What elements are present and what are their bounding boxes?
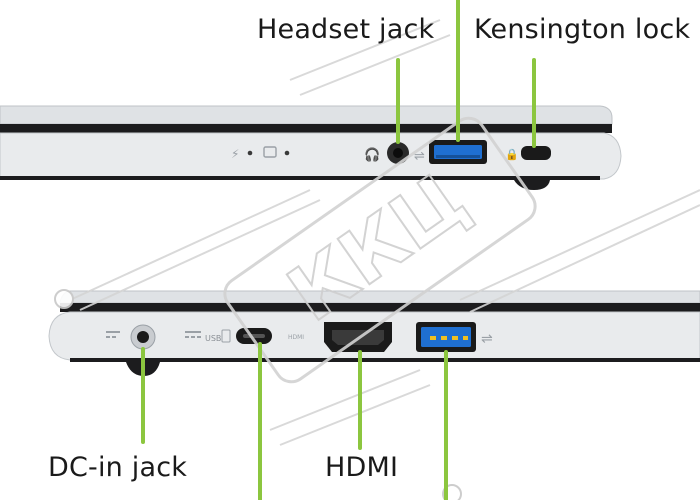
callout-lines [141,0,536,500]
laptop-left-side: USB HDMI ⇌ [48,290,700,376]
svg-text:⇌: ⇌ [481,331,493,347]
svg-text:HDMI: HDMI [288,334,304,341]
laptop-right-side: ⚡ 🎧 ⇌ 🔒 [0,105,622,190]
svg-text:⚡: ⚡ [231,147,239,161]
hdmi-label: HDMI [325,452,399,483]
kensington-lock-label: Kensington lock [474,14,691,45]
watermark: ККЦ [54,19,700,500]
svg-text:⇌: ⇌ [414,149,425,164]
svg-text:🎧: 🎧 [364,147,380,163]
dc-in-jack-label: DC-in jack [48,452,188,483]
headset-jack-label: Headset jack [257,14,435,45]
led-indicators: ⚡ [231,146,290,161]
usb-a-port-left: ⇌ [416,322,493,352]
dc-in-jack-port [106,324,156,350]
kensington-lock-slot: 🔒 [505,146,551,161]
usbc-marking: USB [205,334,221,343]
usb-a-port-right: ⇌ [414,140,487,164]
svg-text:🔒: 🔒 [505,148,519,161]
